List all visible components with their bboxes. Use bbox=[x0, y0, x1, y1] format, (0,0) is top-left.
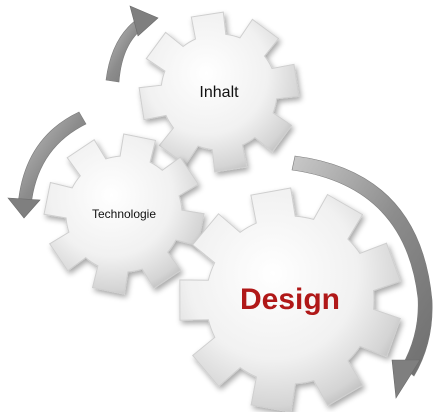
gear-technologie: Technologie bbox=[43, 133, 205, 295]
gear-label-design: Design bbox=[240, 283, 340, 316]
left-arrow bbox=[7, 111, 87, 219]
gear-label-inhalt: Inhalt bbox=[199, 84, 239, 101]
right-arrow bbox=[291, 155, 433, 399]
gear-label-technologie: Technologie bbox=[92, 207, 156, 221]
gear-design: Design bbox=[179, 187, 402, 412]
top-arrow bbox=[105, 5, 159, 83]
gear-inhalt: Inhalt bbox=[138, 11, 300, 173]
